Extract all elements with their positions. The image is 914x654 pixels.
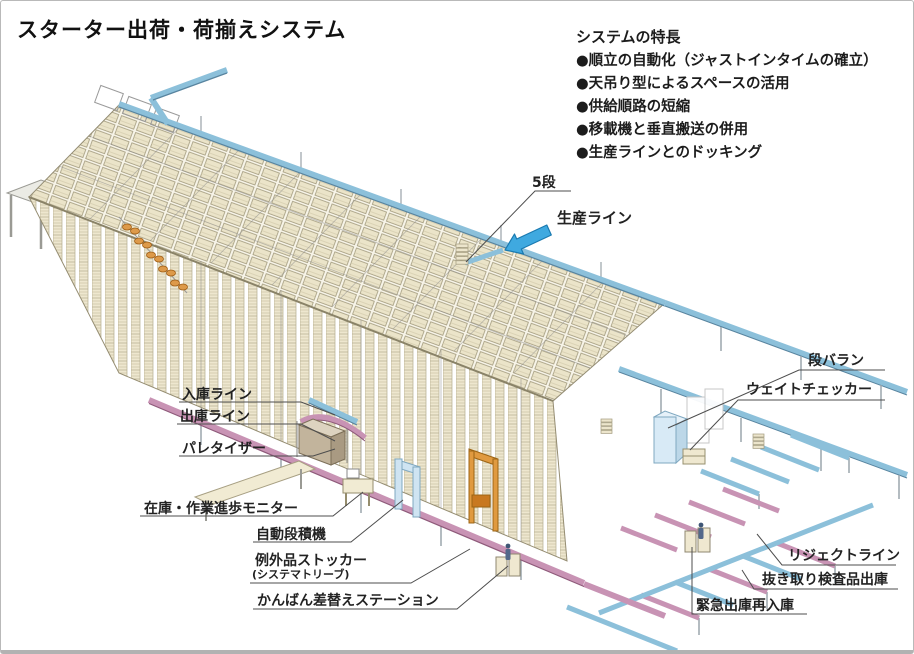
label-inbound-line: 入庫ライン [182, 387, 252, 403]
progress-monitor-stand [342, 468, 374, 506]
feature-item: ●生産ラインとのドッキング [576, 145, 763, 161]
label-outbound-line: 出庫ライン [180, 409, 250, 425]
page-title: スターター出荷・荷揃えシステム [17, 18, 347, 42]
ceiling-rail [117, 67, 667, 307]
transfer-loads [118, 216, 188, 294]
worker-figures [505, 522, 704, 560]
feature-item: ●天吊り型によるスペースの活用 [576, 76, 790, 92]
feature-item: ●移載機と垂直搬送の併用 [576, 122, 749, 138]
feature-item: ●供給順路の短縮 [576, 99, 691, 115]
label-emergency-retrieval-return: 緊急出庫再入庫 [696, 598, 794, 614]
features-panel: システムの特長 ●順立の自動化（ジャストインタイムの確立） ●天吊り型によるスペ… [576, 26, 878, 165]
production-line-arrow-icon [504, 224, 552, 255]
label-palletizer: パレタイザー [182, 441, 266, 457]
leader-lines [140, 190, 898, 615]
auto-stacker-machine [394, 458, 421, 518]
features-heading: システムの特長 [576, 28, 681, 46]
label-progress-monitor: 在庫・作業進歩モニター [144, 501, 298, 517]
label-exception-stocker: 例外品ストッカー [255, 553, 367, 569]
label-production-line: 生産ライン [557, 209, 633, 227]
feature-item: ●順立の自動化（ジャストインタイムの確立） [576, 53, 878, 69]
label-auto-stacker: 自動段積機 [256, 527, 326, 543]
output-ramp [193, 460, 317, 521]
emergency-station-machines [684, 527, 711, 553]
label-kanban-station: かんばん差替えステーション [257, 593, 439, 609]
label-sampling-inspection-outbound: 抜き取り検査品出庫 [762, 572, 888, 588]
label-five-tier: 5段 [532, 175, 556, 191]
destacker-lift-tower [652, 410, 689, 465]
five-tier-stack [455, 243, 469, 265]
label-exception-stocker-note: (システマトリーブ) [252, 568, 350, 581]
label-reject-line: リジェクトライン [788, 548, 900, 564]
label-weight-checker: ウェイトチェッカー [746, 382, 872, 398]
ghost-equipment [686, 388, 724, 444]
weight-checker-machine [682, 448, 706, 465]
stacker-crane [468, 448, 499, 532]
sorting-conveyor-network [566, 300, 909, 650]
warehouse-rack [27, 84, 666, 562]
label-destacker: 段バラン [808, 353, 864, 369]
